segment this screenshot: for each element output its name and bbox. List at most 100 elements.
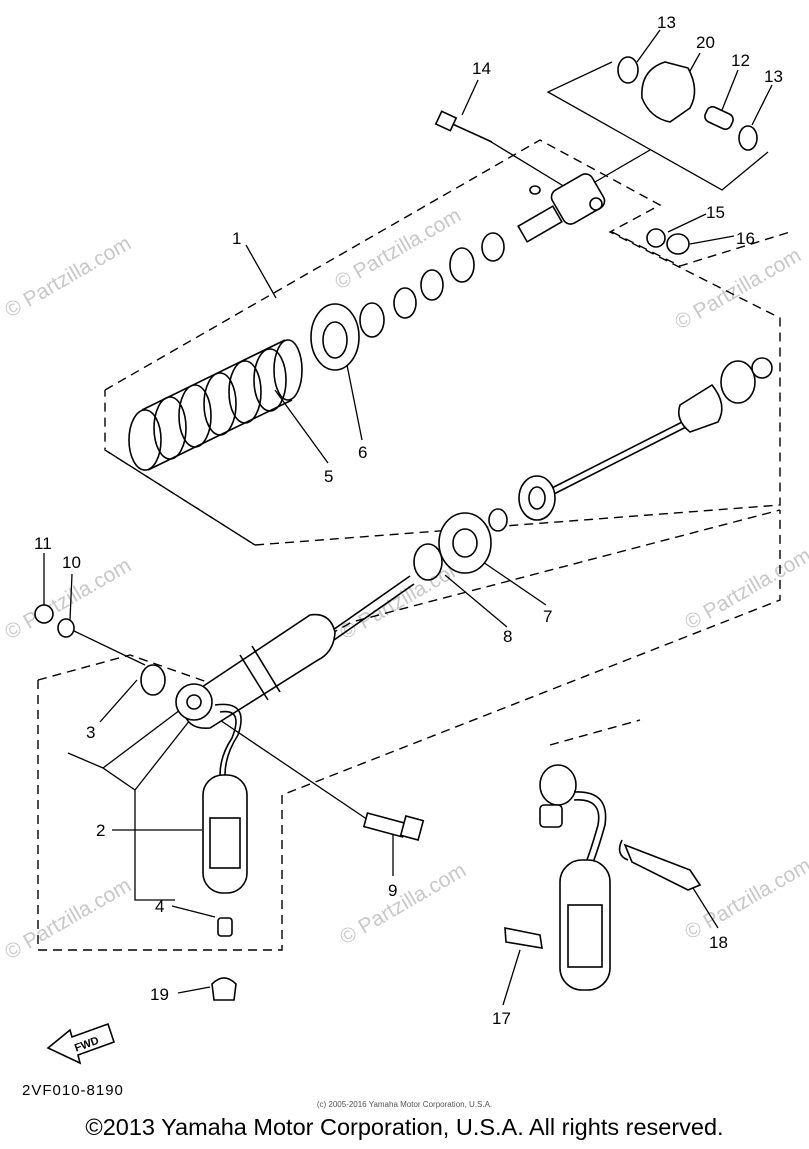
leader-13a: [636, 29, 661, 63]
leader-bracket-up: [102, 709, 181, 769]
guide-14: [487, 139, 571, 191]
upper-assembly-boundary: [104, 139, 781, 546]
leader-16: [689, 235, 735, 245]
callout-8: 8: [503, 627, 512, 646]
callout-labels: 1 2 3 4 5 6 7 8 9 10 11 12 13 13 14 15 1…: [34, 13, 783, 1028]
bump-stopper: [677, 383, 723, 433]
spring-edge-top: [141, 339, 286, 411]
callout-14: 14: [472, 59, 491, 78]
callout-15: 15: [706, 203, 725, 222]
valve-cap: [211, 977, 237, 1001]
washer: [420, 269, 444, 301]
small-washer: [57, 618, 75, 638]
spring-coil: [153, 396, 187, 460]
alt-hose: [573, 791, 607, 866]
leader-8: [444, 574, 508, 628]
callout-4: 4: [155, 897, 164, 916]
hose-band-clip: [618, 839, 629, 861]
damper-rod: [547, 417, 691, 491]
callout-7: 7: [543, 607, 552, 626]
through-bolt: [362, 812, 408, 838]
through-bolt-head: [399, 815, 425, 841]
leader-13b: [751, 84, 773, 126]
lock-nut: [359, 302, 385, 338]
callout-3: 3: [86, 723, 95, 742]
callout-2: 2: [96, 821, 105, 840]
reservoir-label: [209, 817, 241, 869]
callout-17: 17: [492, 1009, 511, 1028]
valve: [217, 917, 233, 937]
bearing-ring: [481, 232, 505, 262]
callout-16: 16: [736, 229, 755, 248]
small-copyright: (c) 2005-2016 Yamaha Motor Corporation, …: [316, 1100, 493, 1109]
callout-1: 1: [232, 229, 241, 248]
spring-edge-bottom: [147, 399, 293, 471]
leader-1: [245, 244, 277, 299]
spring-seat: [438, 512, 492, 574]
bolt-head: [434, 110, 458, 132]
eye-collar: [140, 664, 166, 696]
leader-19: [177, 986, 211, 994]
lock-nut: [393, 287, 417, 319]
callout-9: 9: [388, 881, 397, 900]
spring-coil: [178, 384, 212, 448]
fwd-arrow: FWD: [46, 1022, 116, 1065]
leader-3: [99, 679, 138, 723]
cylinder-band: [239, 654, 269, 701]
rod-nut: [751, 357, 773, 379]
bearing: [449, 247, 475, 283]
right-parts-boundary: [611, 231, 791, 267]
leader-5: [274, 389, 329, 464]
callout-19: 19: [150, 985, 169, 1004]
leader-bracket-up-2: [134, 719, 191, 791]
nut: [666, 233, 690, 255]
watermark: © Partzilla.com: [1, 232, 135, 323]
hose-fitting: [539, 764, 577, 806]
spring-coil: [128, 409, 162, 471]
leader-12: [721, 69, 739, 111]
collar: [704, 106, 734, 130]
rod-guide-inner: [528, 486, 546, 510]
leader-6: [345, 359, 363, 441]
spring-adjuster: [310, 303, 360, 371]
small-nut: [34, 604, 54, 624]
reservoir-tank: [202, 774, 248, 894]
watermark: © Partzilla.com: [1, 874, 135, 965]
piston-rod: [333, 583, 415, 641]
spring-coil: [253, 348, 287, 412]
threaded-rod: [517, 205, 563, 243]
bracket-13-12: [546, 61, 769, 191]
watermark: © Partzilla.com: [671, 244, 805, 335]
linkage-parts: [434, 56, 758, 255]
sub-tank-boundary: [549, 719, 641, 746]
alt-reservoir-label: [567, 904, 603, 968]
fwd-arrow-shape: [46, 1022, 116, 1065]
callout-12: 12: [731, 51, 750, 70]
spring-assembly: [128, 173, 606, 471]
damper-pad: [504, 927, 543, 949]
callout-6: 6: [358, 443, 367, 462]
rod-washer: [488, 508, 508, 532]
upper-eye: [550, 173, 606, 225]
alt-reservoir-tank: [559, 859, 611, 991]
upper-eye-hole: [589, 197, 603, 211]
reservoir-hose: [219, 710, 237, 776]
bolt-shaft: [447, 121, 493, 143]
alternate-reservoir: [504, 764, 702, 991]
leader-7: [479, 559, 547, 606]
o-ring-clip: [413, 543, 443, 581]
leader-10: [69, 573, 73, 621]
watermark: © Partzilla.com: [331, 204, 465, 295]
watermark: © Partzilla.com: [336, 859, 470, 950]
hose-elbow: [539, 804, 563, 828]
callout-13b: 13: [764, 67, 783, 86]
callout-5: 5: [324, 467, 333, 486]
alt-hose: [573, 799, 600, 866]
cylinder-band: [251, 645, 281, 693]
spring-adjuster-inner: [322, 321, 348, 359]
leader-17: [502, 949, 521, 1006]
callout-18: 18: [709, 933, 728, 952]
shock-cylinder: [183, 613, 336, 729]
lower-eye-hole: [186, 694, 202, 710]
